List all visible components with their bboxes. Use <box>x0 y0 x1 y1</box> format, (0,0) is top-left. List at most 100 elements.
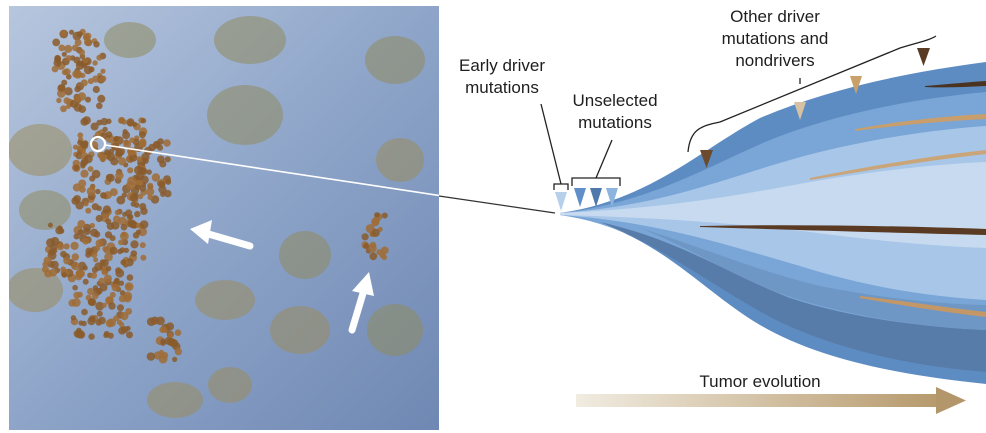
stained-cell <box>71 262 79 270</box>
tissue-structure <box>207 85 283 145</box>
stained-cell <box>106 319 114 327</box>
stained-cell <box>117 304 124 311</box>
stained-cell <box>58 45 65 52</box>
stained-cell <box>95 189 100 194</box>
stained-cell <box>100 192 106 198</box>
stained-cell <box>129 137 135 143</box>
stained-cell <box>72 285 78 291</box>
stained-cell <box>96 103 103 110</box>
stained-cell <box>79 105 87 113</box>
stained-cell <box>83 58 88 63</box>
stained-cell <box>106 131 113 138</box>
stained-cell <box>117 249 122 254</box>
stained-cell <box>369 252 377 260</box>
stained-cell <box>165 156 171 162</box>
stained-cell <box>102 303 107 308</box>
stained-cell <box>125 308 132 315</box>
stained-cell <box>362 233 369 240</box>
stained-cell <box>125 209 132 216</box>
stained-cell <box>52 39 60 47</box>
stained-cell <box>127 118 135 126</box>
stained-cell <box>71 315 76 320</box>
stained-cell <box>127 274 134 281</box>
stained-cell <box>110 188 118 196</box>
tissue-structure <box>147 382 203 418</box>
stained-cell <box>147 195 153 201</box>
stained-cell <box>134 166 143 175</box>
stained-cell <box>137 156 143 162</box>
stained-cell <box>139 185 146 192</box>
unselected-label: Unselected mutations <box>560 90 670 134</box>
stained-cell <box>131 250 138 257</box>
stained-cell <box>136 230 141 235</box>
early-driver-label: Early driver mutations <box>442 55 562 99</box>
stained-cell <box>52 66 59 73</box>
stained-cell <box>175 348 182 355</box>
stained-cell <box>126 284 131 289</box>
stained-cell <box>175 329 182 336</box>
stained-cell <box>72 298 81 307</box>
stained-cell <box>93 41 99 47</box>
stained-cell <box>56 98 61 103</box>
other-driver-label-line3: nondrivers <box>700 50 850 72</box>
stained-cell <box>106 119 112 125</box>
stained-cell <box>138 180 143 185</box>
stained-cell <box>80 170 88 178</box>
stained-cell <box>95 245 101 251</box>
early-driver-label-line1: Early driver <box>442 55 562 77</box>
other-driver-label: Other driver mutations and nondrivers <box>700 6 850 72</box>
stained-cell <box>75 330 84 339</box>
stained-cell <box>123 129 128 134</box>
stained-cell <box>57 243 65 251</box>
stained-cell <box>363 243 369 249</box>
stained-cell <box>77 132 83 138</box>
stained-cell <box>115 210 120 215</box>
stained-cell <box>89 66 95 72</box>
stained-cell <box>75 201 83 209</box>
tissue-structure <box>367 304 423 356</box>
stained-cell <box>118 117 125 124</box>
stained-cell <box>114 278 119 283</box>
stained-cell <box>160 339 166 345</box>
stained-cell <box>48 223 53 228</box>
stained-cell <box>58 84 65 91</box>
stained-cell <box>83 201 88 206</box>
stained-cell <box>112 284 120 292</box>
stained-cell <box>82 238 89 245</box>
stained-cell <box>372 229 380 237</box>
stained-cell <box>64 243 70 249</box>
stained-cell <box>140 208 147 215</box>
stained-cell <box>103 333 108 338</box>
stained-cell <box>121 224 128 231</box>
stained-cell <box>107 153 116 162</box>
stained-cell <box>89 315 96 322</box>
stained-cell <box>76 61 85 70</box>
connector-line-outer <box>439 196 555 213</box>
stained-cell <box>61 30 66 35</box>
stained-cell <box>120 290 125 295</box>
unselected-label-line2: mutations <box>560 112 670 134</box>
stained-cell <box>89 176 95 182</box>
stained-cell <box>140 242 146 248</box>
stained-cell <box>110 247 118 255</box>
stained-cell <box>152 173 160 181</box>
stained-cell <box>104 275 112 283</box>
stained-cell <box>54 55 60 61</box>
unselected-bracket <box>572 140 620 186</box>
stained-cell <box>83 35 88 40</box>
stained-cell <box>159 355 168 364</box>
stained-cell <box>87 187 96 196</box>
stained-cell <box>100 69 105 74</box>
stained-cell <box>80 118 88 126</box>
unselected-markers <box>574 188 618 207</box>
stained-cell <box>73 183 81 191</box>
stained-cell <box>99 154 106 161</box>
stained-cell <box>96 319 102 325</box>
tissue-structure <box>208 367 252 403</box>
early-driver-marker <box>555 192 567 211</box>
stained-cell <box>97 95 105 103</box>
tissue-structure <box>376 138 424 182</box>
stained-cell <box>81 79 88 86</box>
stained-cell <box>90 229 98 237</box>
stained-cell <box>108 302 115 309</box>
